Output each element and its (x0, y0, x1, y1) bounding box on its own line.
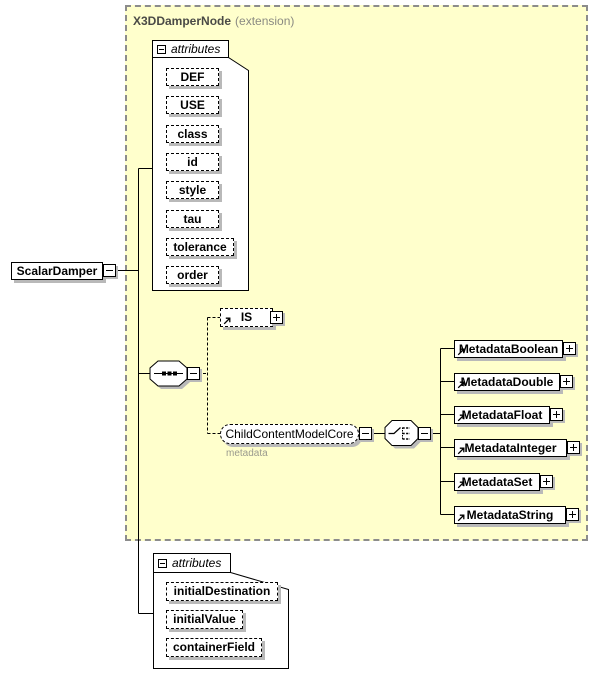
attribute-label: initialDestination (173, 584, 271, 598)
attribute-box-id[interactable]: id (166, 153, 219, 171)
element-box-metadataboolean[interactable]: MetadataBoolean (454, 339, 576, 358)
element-label: MetadataInteger (464, 440, 557, 455)
element-label: MetadataSet (461, 474, 533, 489)
attribute-label: style (178, 183, 207, 197)
attribute-box-order[interactable]: order (166, 266, 219, 284)
attribute-box-tolerance[interactable]: tolerance (166, 238, 234, 256)
element-box-is[interactable]: IS (220, 308, 283, 327)
optional-connector-lines (198, 317, 220, 434)
sequence-compositor-icon (149, 360, 190, 389)
local-attributes-group-tab: attributes (154, 555, 230, 571)
collapse-toggle[interactable] (158, 558, 167, 568)
element-label: MetadataDouble (460, 374, 554, 389)
attribute-label: USE (180, 98, 205, 112)
sequence-collapse-toggle[interactable] (187, 367, 200, 380)
element-label: MetadataFloat (461, 407, 543, 422)
element-reference-arrow-icon (457, 447, 465, 454)
attributes-group-label: attributes (171, 42, 221, 56)
extension-header: X3DDamperNode(extension) (133, 14, 294, 28)
element-reference-arrow-icon (457, 348, 465, 355)
attribute-label: tolerance (173, 240, 227, 254)
element-box-scalardamper[interactable]: ScalarDamper (11, 261, 116, 280)
model-group-annotation: metadata (226, 448, 268, 459)
element-reference-arrow-icon (223, 317, 231, 325)
model-group-box-childcontentmodelcore[interactable]: ChildContentModelCore (220, 423, 372, 444)
attribute-label: order (177, 268, 208, 282)
element-box-metadataset[interactable]: MetadataSet (454, 472, 553, 491)
element-label: MetadataBoolean (458, 341, 559, 356)
element-label: ScalarDamper (16, 263, 98, 278)
collapse-toggle[interactable] (103, 264, 116, 277)
attribute-box-initialdestination[interactable]: initialDestination (166, 582, 278, 601)
element-reference-arrow-icon (457, 481, 465, 488)
attribute-label: DEF (180, 70, 205, 84)
model-group-label: ChildContentModelCore (225, 426, 354, 441)
attribute-box-class[interactable]: class (166, 125, 219, 143)
expand-toggle[interactable] (560, 375, 573, 388)
element-box-metadatainteger[interactable]: MetadataInteger (454, 438, 580, 457)
element-label: MetadataString (466, 507, 554, 522)
expand-toggle[interactable] (567, 441, 580, 454)
extension-qualifier-label: (extension) (235, 14, 295, 28)
attribute-label: tau (183, 212, 202, 226)
choice-collapse-toggle[interactable] (418, 427, 431, 440)
expand-toggle[interactable] (566, 508, 579, 521)
extension-base-type-label: X3DDamperNode (133, 14, 232, 28)
expand-toggle[interactable] (550, 408, 563, 421)
expand-toggle[interactable] (563, 342, 576, 355)
element-box-metadatadouble[interactable]: MetadataDouble (454, 372, 573, 391)
attribute-box-def[interactable]: DEF (166, 68, 219, 86)
choice-compositor-icon (384, 420, 421, 449)
expand-toggle[interactable] (270, 311, 283, 324)
attribute-label: initialValue (173, 612, 236, 626)
element-label: IS (240, 310, 253, 324)
element-box-metadatastring[interactable]: MetadataString (454, 505, 579, 524)
attributes-group-label: attributes (172, 556, 222, 570)
attribute-box-style[interactable]: style (166, 181, 219, 199)
collapse-toggle[interactable] (157, 44, 166, 54)
expand-toggle[interactable] (540, 475, 553, 488)
attribute-box-containerfield[interactable]: containerField (166, 638, 262, 657)
element-box-metadatafloat[interactable]: MetadataFloat (454, 405, 563, 424)
element-reference-arrow-icon (457, 381, 465, 388)
attribute-box-initialvalue[interactable]: initialValue (166, 610, 243, 629)
element-reference-arrow-icon (457, 514, 465, 521)
element-reference-arrow-icon (457, 414, 465, 421)
attribute-box-use[interactable]: USE (166, 96, 219, 114)
inherited-attributes-group-tab: attributes (153, 42, 227, 56)
attribute-label: containerField (172, 640, 255, 654)
attribute-label: id (187, 155, 198, 169)
attribute-label: class (177, 127, 208, 141)
collapse-toggle[interactable] (359, 427, 372, 440)
attribute-box-tau[interactable]: tau (166, 210, 219, 228)
